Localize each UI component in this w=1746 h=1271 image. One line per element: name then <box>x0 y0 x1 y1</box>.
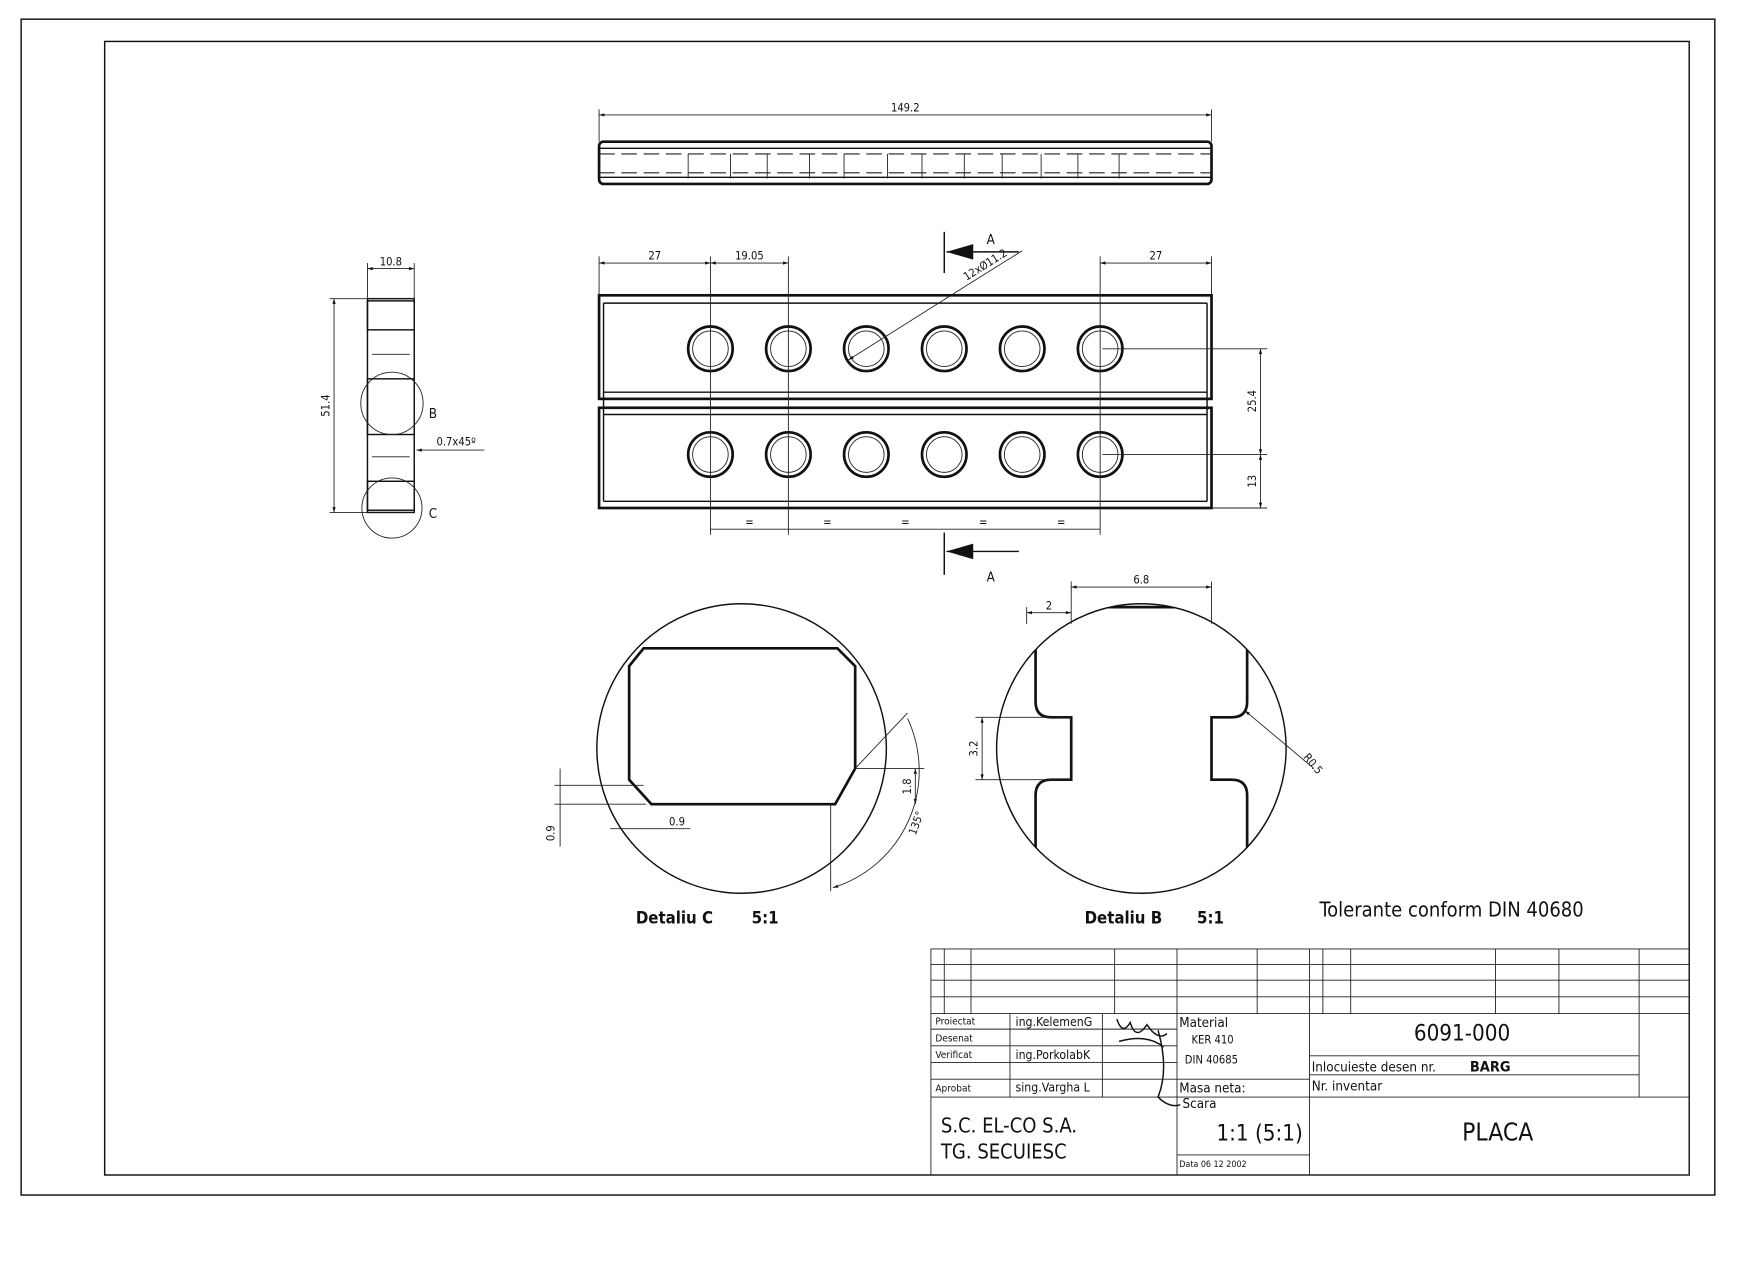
top-view: 149.2 <box>597 102 1213 186</box>
hole-inner-edge <box>926 436 963 473</box>
dim-c-18: 1.8 <box>901 778 914 794</box>
hole-inner-edge <box>1003 330 1041 368</box>
dim-row-spacing: 25.4 <box>1246 390 1259 412</box>
drawing-number: 6091-000 <box>1414 1020 1510 1046</box>
angle-135: 135° <box>906 809 926 836</box>
scale-label: Scara <box>1183 1097 1217 1112</box>
dim-length: 149.2 <box>891 102 920 115</box>
dim-bottom: 13 <box>1246 475 1259 488</box>
hole-inner-edge <box>848 330 885 368</box>
equal-mark: = <box>979 516 987 529</box>
name-proiectat: ing.KelemenG <box>1016 1015 1093 1029</box>
dim-b-68: 6.8 <box>1133 574 1149 587</box>
equal-mark: = <box>901 516 909 529</box>
dim-left: 27 <box>648 250 661 263</box>
role-verificat: Verificat <box>935 1050 972 1061</box>
dim-c-09-horizontal: 0.9 <box>669 815 685 828</box>
company-line-2: TG. SECUIESC <box>940 1139 1067 1163</box>
detail-c-title: Detaliu C <box>636 907 713 927</box>
hole <box>842 430 890 479</box>
hole-inner-edge <box>848 436 885 473</box>
inner-frame <box>103 40 1690 1176</box>
hole <box>920 430 968 479</box>
chamfer-note: 0.7x45º <box>437 436 477 449</box>
hole <box>998 325 1046 373</box>
equal-mark: = <box>1057 516 1065 529</box>
replaces-label: Inlocuieste desen nr. <box>1312 1060 1436 1075</box>
detail-c-marker: C <box>429 507 437 522</box>
role-proiectat: Proiectat <box>935 1017 975 1028</box>
dim-width: 10.8 <box>380 255 402 268</box>
date: Data 06 12 2002 <box>1179 1160 1246 1170</box>
equal-mark: = <box>823 516 831 529</box>
role-aprobat: Aprobat <box>935 1083 971 1094</box>
detail-c-view: 0.9 0.9 1.8 135° Detaliu C 5:1 <box>545 603 927 927</box>
material-line-1: KER 410 <box>1191 1034 1233 1047</box>
front-view: 27 19.05 27 12xØ11.2 A A 25.4 13 = = = =… <box>597 231 1268 585</box>
part-name: PLACA <box>1462 1117 1533 1146</box>
section-label-bottom: A <box>987 570 996 585</box>
name-aprobat: sing.Vargha L <box>1016 1080 1091 1094</box>
outer-frame <box>20 18 1716 1196</box>
name-verificat: ing.PorkolabK <box>1016 1048 1091 1062</box>
company-line-1: S.C. EL-CO S.A. <box>941 1114 1077 1138</box>
hole <box>842 325 890 373</box>
hole <box>920 325 968 373</box>
replaces-value: BARG <box>1470 1059 1511 1075</box>
dim-pitch: 19.05 <box>735 250 764 263</box>
detail-b-title: Detaliu B <box>1085 907 1163 927</box>
detail-b-scale: 5:1 <box>1197 907 1224 927</box>
dim-c-09-vertical: 0.9 <box>545 825 558 841</box>
material-line-2: DIN 40685 <box>1185 1054 1238 1067</box>
detail-c-scale: 5:1 <box>752 907 779 927</box>
inventory-label: Nr. inventar <box>1312 1079 1382 1094</box>
section-label-top: A <box>987 233 996 248</box>
signature <box>1116 1018 1181 1107</box>
detail-b-view: 6.8 2 3.2 R0.5 Detaliu B 5:1 <box>968 574 1326 928</box>
dim-right: 27 <box>1149 250 1162 263</box>
hole-inner-edge <box>926 330 963 368</box>
role-desenat: Desenat <box>935 1033 973 1044</box>
scale-value: 1:1 (5:1) <box>1216 1120 1302 1146</box>
material-label: Material <box>1179 1016 1228 1031</box>
hole <box>998 430 1046 479</box>
holes <box>686 325 1124 479</box>
radius-note: R0.5 <box>1301 751 1326 777</box>
detail-b-marker: B <box>429 407 437 422</box>
dim-b-2: 2 <box>1046 599 1052 612</box>
hole-inner-edge <box>1003 436 1041 473</box>
side-view: B C 10.8 51.4 0.7x45º <box>320 255 485 539</box>
mass-label: Masa neta: <box>1179 1082 1245 1097</box>
title-block: Proiectat Desenat Verificat Aprobat ing.… <box>930 948 1690 1176</box>
tolerance-note: Tolerante conform DIN 40680 <box>1319 898 1584 922</box>
dim-height: 51.4 <box>320 394 333 416</box>
dim-b-32: 3.2 <box>968 741 981 757</box>
equal-mark: = <box>745 516 753 529</box>
